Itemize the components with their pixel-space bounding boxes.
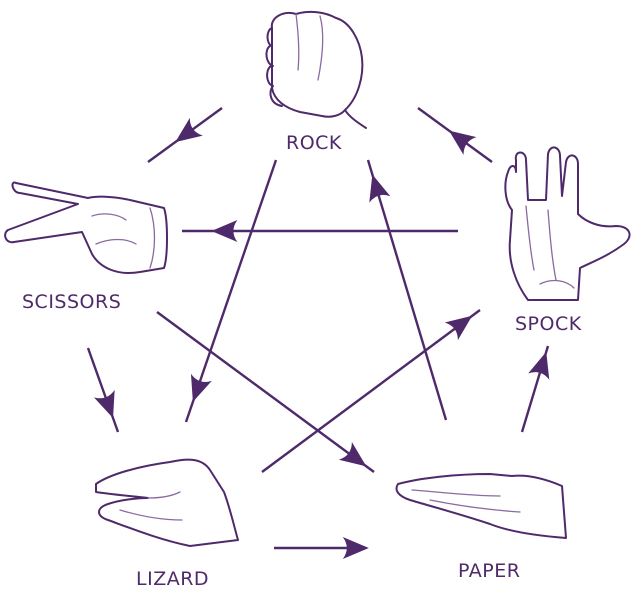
edge-rock-to-scissors	[147, 107, 223, 163]
edge-scissors-to-lizard	[86, 347, 120, 433]
edge-line	[366, 159, 448, 421]
edge-lizard-to-paper	[274, 537, 369, 559]
edge-lizard-to-spock	[261, 309, 481, 473]
scissors-hand-icon	[4, 181, 168, 274]
edge-paper-to-spock	[520, 345, 550, 433]
edge-scissors-to-paper	[156, 311, 375, 473]
arrowhead-icon	[528, 351, 550, 380]
edge-line	[261, 309, 481, 473]
node-label-lizard: LIZARD	[136, 568, 210, 590]
lizard-hand-icon	[95, 458, 239, 547]
edge-rock-to-lizard	[184, 159, 278, 423]
arrowhead-icon	[444, 315, 473, 341]
arrowhead-icon	[342, 537, 369, 559]
node-label-rock: ROCK	[286, 132, 342, 154]
edge-line	[184, 159, 278, 423]
node-label-spock: SPOCK	[515, 313, 582, 335]
edge-spock-to-rock	[417, 107, 493, 163]
edge-paper-to-rock	[366, 159, 448, 421]
arrowhead-icon	[449, 130, 477, 155]
arrowhead-icon	[175, 117, 203, 143]
edge-spock-to-scissors	[182, 220, 458, 242]
node-label-scissors: SCISSORS	[22, 291, 122, 313]
arrowhead-icon	[338, 442, 367, 467]
arrowhead-icon	[190, 373, 212, 402]
flat-hand-icon	[395, 473, 567, 539]
vulcan-salute-icon	[504, 146, 631, 301]
arrowhead-icon	[369, 174, 391, 203]
arrowhead-icon	[93, 389, 115, 419]
arrowhead-icon	[211, 220, 238, 242]
fist-icon	[265, 10, 367, 129]
edge-line	[86, 347, 120, 433]
node-label-paper: PAPER	[458, 560, 521, 582]
edge-line	[156, 311, 375, 473]
